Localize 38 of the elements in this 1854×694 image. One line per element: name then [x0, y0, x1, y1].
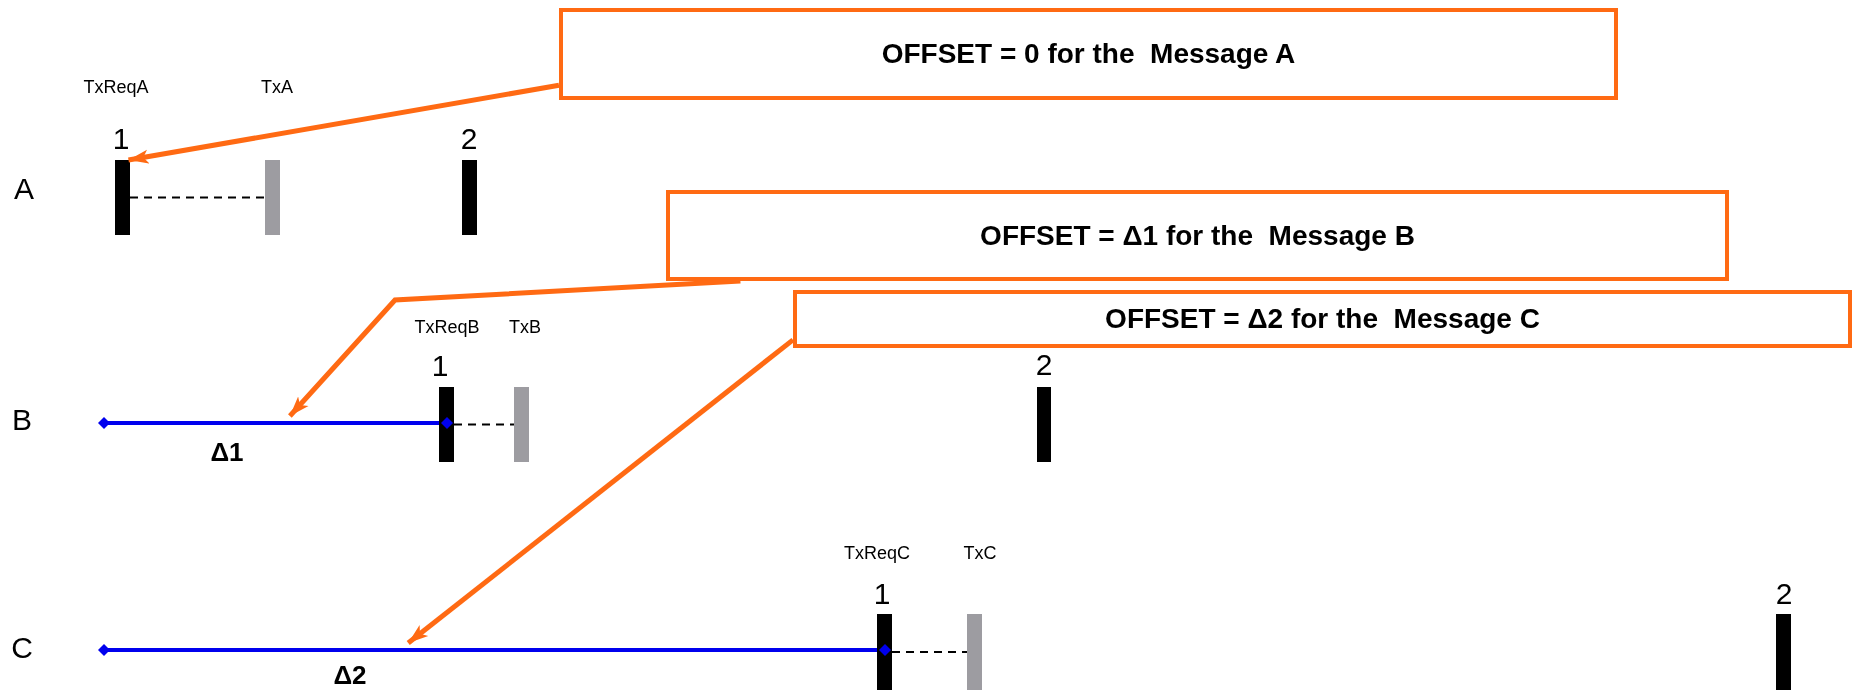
marker-number: 1 [431, 351, 449, 381]
signal-name: TxReqC [844, 544, 910, 562]
signal-name: TxReqA [83, 78, 149, 96]
transmit-bar [514, 387, 529, 462]
signal-name: TxB [509, 318, 541, 336]
callout-text: OFFSET = 0 for the Message A [881, 38, 1296, 70]
arrow [128, 82, 560, 164]
dashed-line [891, 651, 968, 653]
callout-text: OFFSET = Δ2 for the Message C [1105, 303, 1540, 335]
marker-number: 2 [1775, 579, 1793, 609]
marker-number: 1 [873, 579, 891, 609]
callout-box [793, 290, 1852, 348]
callout-text: OFFSET = Δ1 for the Message B [980, 219, 1415, 252]
signal-name: TxA [261, 78, 293, 96]
dashed-line [453, 423, 515, 426]
offset-label: Δ2 [333, 662, 367, 688]
timing-bar [1776, 614, 1791, 690]
row-label: C [11, 633, 33, 663]
offset-label: Δ1 [210, 439, 244, 465]
transmit-bar [265, 160, 280, 235]
marker-number: 2 [460, 124, 478, 154]
dashed-line [129, 196, 266, 199]
callout-box [666, 190, 1729, 281]
arrow [406, 337, 795, 645]
timing-bar [115, 160, 130, 235]
marker-number: 2 [1035, 350, 1053, 380]
signal-name: TxReqB [414, 318, 480, 336]
transmit-bar [967, 614, 982, 690]
timing-bar [439, 387, 454, 462]
arrow [288, 278, 741, 418]
signal-name: TxC [963, 544, 997, 562]
timing-bar [877, 614, 892, 690]
timing-bar [1037, 387, 1051, 462]
row-label: A [14, 174, 34, 204]
marker-number: 1 [112, 124, 130, 154]
timing-bar [462, 160, 477, 235]
callout-box [559, 8, 1618, 100]
row-label: B [12, 405, 32, 435]
